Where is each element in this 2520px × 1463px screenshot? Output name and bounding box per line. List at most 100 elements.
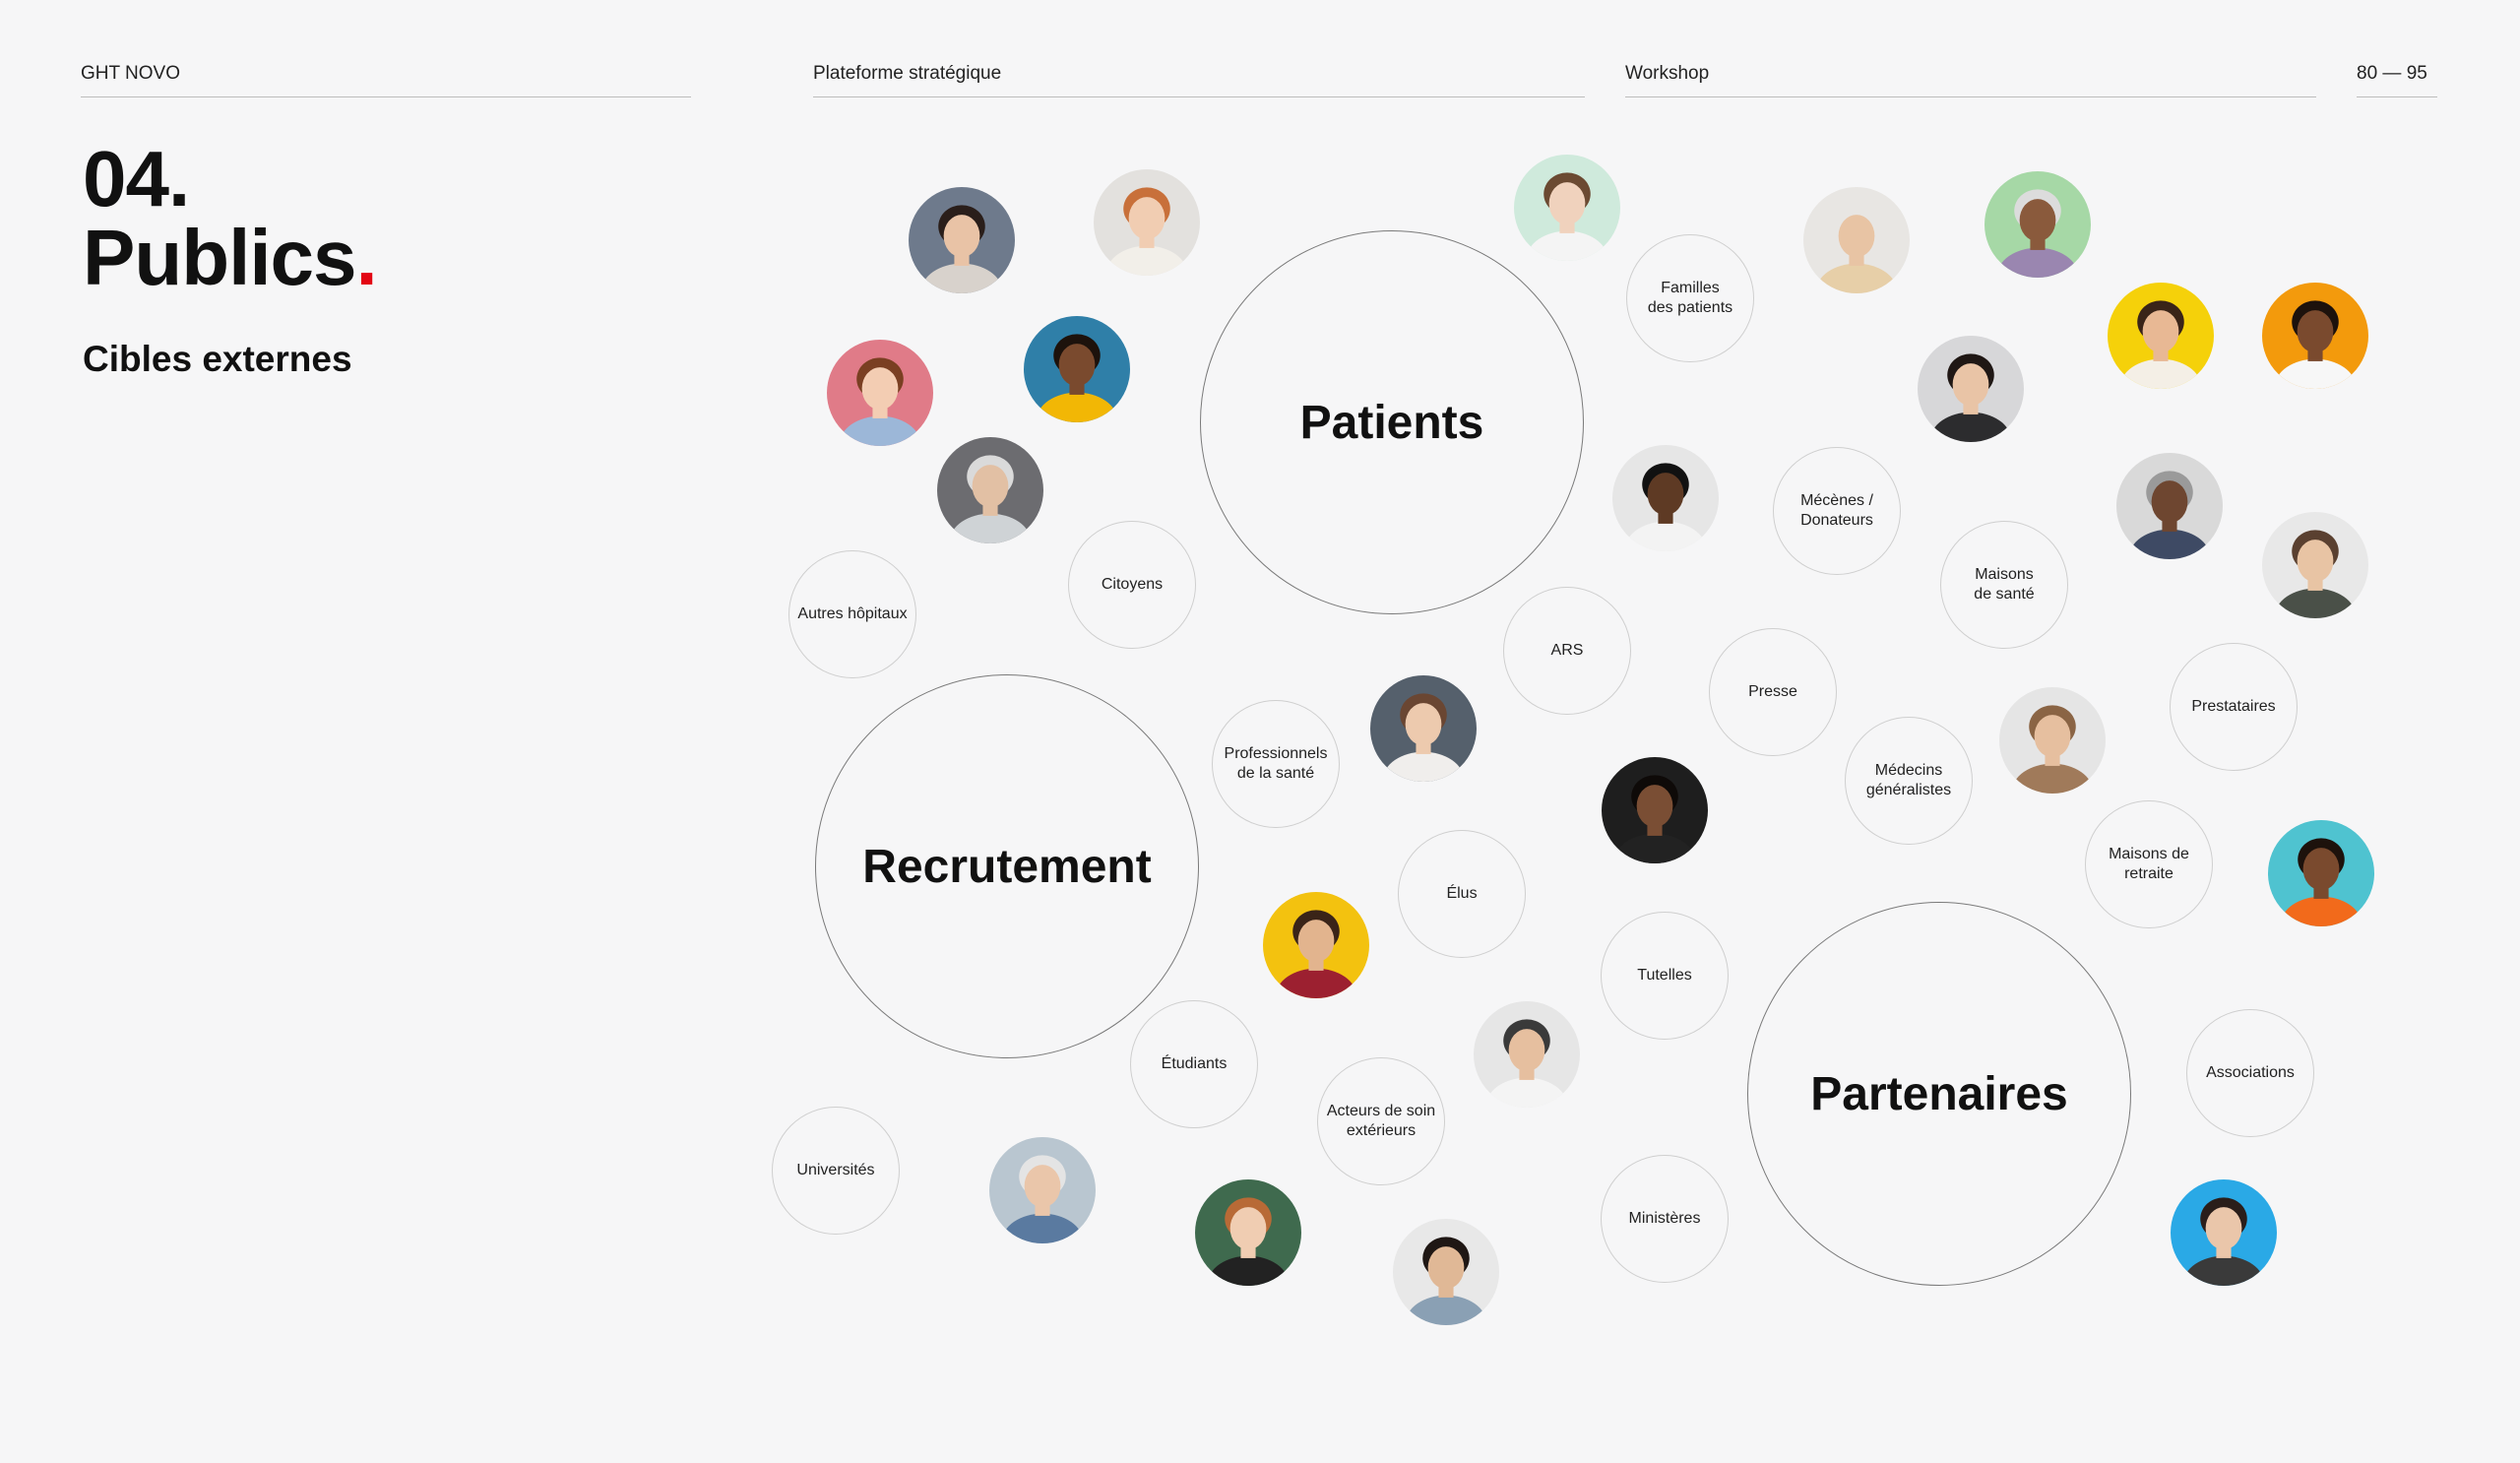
audience-label: Familles des patients — [1647, 280, 1733, 316]
audience-label: Maisons de santé — [1974, 566, 2035, 603]
group-label: Partenaires — [1810, 1067, 2068, 1120]
audience-label: ARS — [1550, 642, 1584, 659]
page-title-text: Publics — [83, 214, 357, 301]
portrait-silhouette — [2262, 283, 2368, 389]
audience-citoyens: Citoyens — [1068, 521, 1196, 649]
page-range: 80 — 95 — [2357, 63, 2427, 84]
audience-label: Étudiants — [1161, 1055, 1228, 1072]
portrait-silhouette — [1370, 675, 1477, 782]
portrait-avatar — [937, 437, 1043, 543]
audience-maisons-retraite: Maisons de retraite — [2085, 800, 2213, 928]
portrait-avatar — [1999, 687, 2106, 794]
audience-medecins: Médecins généralistes — [1845, 717, 1973, 845]
audience-label: Presse — [1748, 683, 1797, 700]
portrait-silhouette — [1263, 892, 1369, 998]
portrait-silhouette — [1984, 171, 2091, 278]
portrait-avatar — [1263, 892, 1369, 998]
portrait-avatar — [1094, 169, 1200, 276]
portrait-avatar — [2116, 453, 2223, 559]
audience-associations: Associations — [2186, 1009, 2314, 1137]
portrait-avatar — [827, 340, 933, 446]
portrait-silhouette — [989, 1137, 1096, 1243]
audience-acteurs: Acteurs de soin extérieurs — [1317, 1057, 1445, 1185]
audience-prestataires: Prestataires — [2170, 643, 2298, 771]
audience-presse: Presse — [1709, 628, 1837, 756]
audience-label: Universités — [796, 1162, 875, 1178]
portrait-avatar — [1602, 757, 1708, 863]
portrait-avatar — [1370, 675, 1477, 782]
group-patients: Patients — [1200, 230, 1584, 614]
portrait-silhouette — [2108, 283, 2214, 389]
audience-universites: Universités — [772, 1107, 900, 1235]
group-recrutement: Recrutement — [815, 674, 1199, 1058]
portrait-avatar — [2262, 512, 2368, 618]
portrait-avatar — [2108, 283, 2214, 389]
audience-label: Tutelles — [1637, 967, 1692, 984]
audience-label: Professionnels de la santé — [1224, 745, 1328, 782]
portrait-silhouette — [937, 437, 1043, 543]
header-divider — [81, 96, 691, 97]
portrait-silhouette — [1094, 169, 1200, 276]
audience-ars: ARS — [1503, 587, 1631, 715]
portrait-avatar — [1024, 316, 1130, 422]
portrait-silhouette — [1612, 445, 1719, 551]
audience-autres-hopitaux: Autres hôpitaux — [788, 550, 916, 678]
audience-label: Prestataires — [2191, 698, 2276, 715]
portrait-silhouette — [1999, 687, 2106, 794]
portrait-avatar — [989, 1137, 1096, 1243]
header-divider — [1625, 96, 2316, 97]
audience-familles: Familles des patients — [1626, 234, 1754, 362]
portrait-silhouette — [2262, 512, 2368, 618]
audience-label: Autres hôpitaux — [797, 605, 908, 622]
audience-professionnels: Professionnels de la santé — [1212, 700, 1340, 828]
portrait-silhouette — [1024, 316, 1130, 422]
portrait-avatar — [2268, 820, 2374, 926]
section-label: Plateforme stratégique — [813, 63, 1002, 84]
audience-elus: Élus — [1398, 830, 1526, 958]
header-divider — [2357, 96, 2437, 97]
portrait-silhouette — [1195, 1179, 1301, 1286]
portrait-silhouette — [1393, 1219, 1499, 1325]
portrait-avatar — [1984, 171, 2091, 278]
portrait-silhouette — [2171, 1179, 2277, 1286]
audience-label: Médecins généralistes — [1865, 762, 1952, 798]
group-label: Patients — [1299, 396, 1484, 449]
portrait-silhouette — [1803, 187, 1910, 293]
portrait-silhouette — [909, 187, 1015, 293]
audience-label: Maisons de retraite — [2109, 846, 2189, 882]
portrait-silhouette — [1918, 336, 2024, 442]
portrait-avatar — [1612, 445, 1719, 551]
audience-mecenes: Mécènes / Donateurs — [1773, 447, 1901, 575]
page-title: Publics. — [83, 219, 378, 297]
audience-etudiants: Étudiants — [1130, 1000, 1258, 1128]
portrait-silhouette — [827, 340, 933, 446]
audience-label: Élus — [1446, 885, 1478, 902]
portrait-silhouette — [1602, 757, 1708, 863]
page-subtitle: Cibles externes — [83, 339, 352, 379]
portrait-avatar — [1393, 1219, 1499, 1325]
context-label: Workshop — [1625, 63, 1710, 84]
audience-label: Associations — [2206, 1064, 2295, 1081]
portrait-silhouette — [1474, 1001, 1580, 1108]
audience-tutelles: Tutelles — [1601, 912, 1729, 1040]
header-divider — [813, 96, 1585, 97]
audience-label: Ministères — [1628, 1210, 1701, 1227]
audience-label: Mécènes / Donateurs — [1800, 492, 1873, 529]
portrait-avatar — [1514, 155, 1620, 261]
section-number: 04. — [83, 135, 190, 223]
portrait-avatar — [1803, 187, 1910, 293]
group-label: Recrutement — [862, 840, 1152, 893]
portrait-avatar — [2171, 1179, 2277, 1286]
portrait-silhouette — [2268, 820, 2374, 926]
audience-maisons-sante: Maisons de santé — [1940, 521, 2068, 649]
portrait-avatar — [909, 187, 1015, 293]
group-partenaires: Partenaires — [1747, 902, 2131, 1286]
portrait-avatar — [2262, 283, 2368, 389]
portrait-silhouette — [1514, 155, 1620, 261]
brand-label: GHT NOVO — [81, 63, 180, 84]
portrait-avatar — [1195, 1179, 1301, 1286]
audience-label: Acteurs de soin extérieurs — [1326, 1103, 1436, 1139]
portrait-avatar — [1474, 1001, 1580, 1108]
title-accent-dot: . — [355, 214, 378, 301]
